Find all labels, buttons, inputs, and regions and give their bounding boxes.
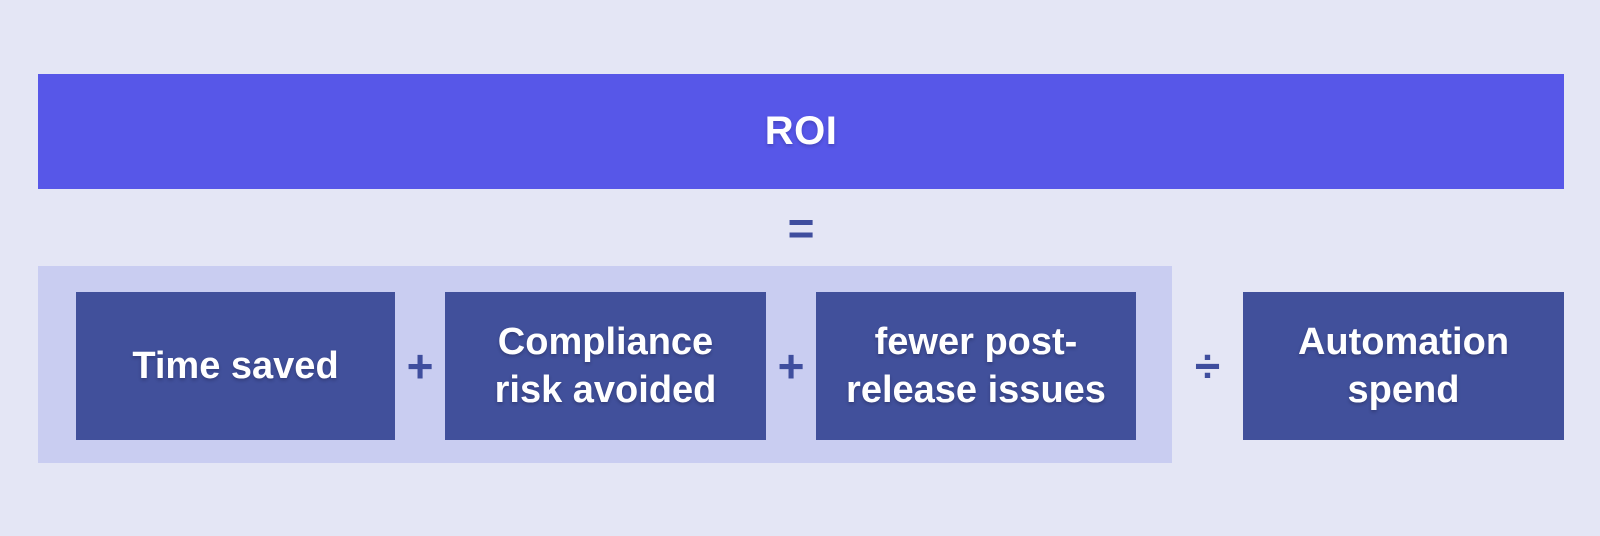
plus-slot-1: + bbox=[395, 292, 445, 440]
term-box-automation-spend: Automation spend bbox=[1243, 292, 1564, 440]
roi-title: ROI bbox=[764, 109, 838, 153]
plus-sign: + bbox=[777, 340, 805, 392]
term-label: Automation spend bbox=[1298, 318, 1509, 414]
term-label: fewer post- release issues bbox=[846, 318, 1106, 414]
term-line: fewer post- bbox=[874, 321, 1078, 363]
equals-sign: = bbox=[787, 201, 815, 254]
divide-slot: ÷ bbox=[1172, 292, 1243, 440]
term-label: Compliance risk avoided bbox=[495, 318, 717, 414]
term-box-time-saved: Time saved bbox=[76, 292, 395, 440]
term-line: spend bbox=[1347, 369, 1460, 411]
term-line: Compliance bbox=[497, 321, 714, 363]
term-line: risk avoided bbox=[494, 369, 717, 411]
term-box-post-release-issues: fewer post- release issues bbox=[816, 292, 1136, 440]
plus-slot-2: + bbox=[766, 292, 816, 440]
term-line: Automation bbox=[1297, 321, 1510, 363]
term-label: Time saved bbox=[132, 342, 338, 390]
term-line: Time saved bbox=[132, 345, 339, 387]
plus-sign: + bbox=[406, 340, 434, 392]
term-box-compliance-risk: Compliance risk avoided bbox=[445, 292, 766, 440]
term-line: release issues bbox=[846, 369, 1106, 411]
equals-row: = bbox=[38, 189, 1564, 266]
divide-sign: ÷ bbox=[1194, 340, 1221, 392]
roi-header-bar: ROI bbox=[38, 74, 1564, 189]
